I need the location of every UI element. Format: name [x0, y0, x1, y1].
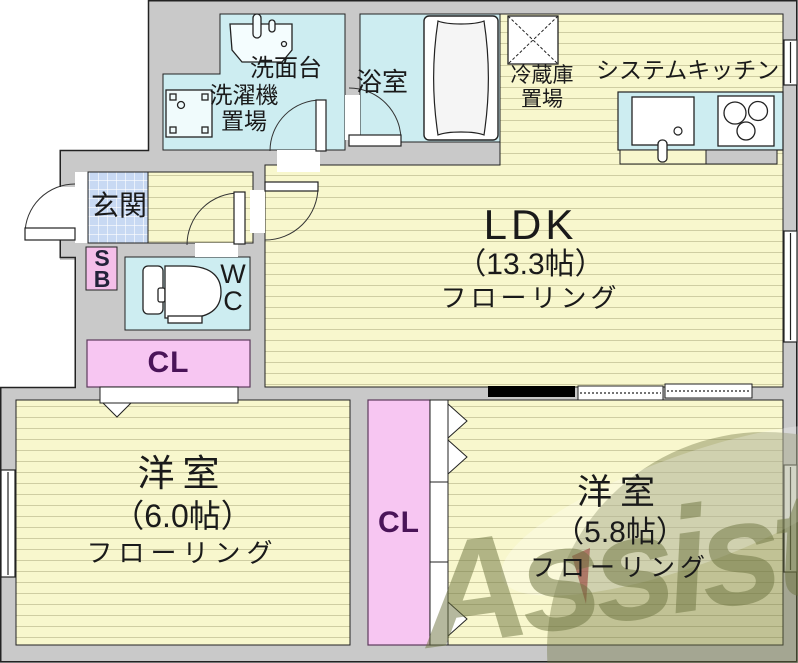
washroom-door — [269, 99, 327, 152]
west6-label: 洋室 （6.0帖） フローリング — [86, 453, 279, 568]
closet-hall-door — [99, 386, 239, 418]
wc-label: W C — [220, 259, 246, 316]
room-west58-floor — [447, 399, 784, 646]
west58-label: 洋室 （5.8帖） フローリング — [529, 473, 710, 582]
closet-hall-label: CL — [147, 346, 190, 379]
entry-door — [24, 183, 76, 241]
ldk-label: LDK （13.3帖） フローリング — [440, 201, 621, 314]
bathroom-label: 浴室 — [355, 67, 408, 97]
washing-machine-icon — [165, 89, 213, 138]
shoebox-area — [85, 246, 118, 291]
bathtub-icon — [423, 15, 499, 141]
closet-center-area — [367, 399, 431, 646]
closet-center-doors — [429, 399, 468, 646]
fridge-space-label: 冷蔵庫 置場 — [510, 64, 574, 111]
entrance-tile — [87, 171, 149, 244]
washstand-label: 洗面台 — [250, 55, 322, 82]
shoebox-label: S B — [93, 245, 111, 292]
windows — [0, 39, 798, 578]
kitchen-label: システムキッチン — [596, 57, 780, 83]
door-openings — [59, 95, 360, 257]
sliding-doors — [488, 383, 753, 401]
laundry-label: 洗濯機 置場 — [209, 82, 279, 134]
refrigerator-space-icon — [507, 15, 559, 65]
wc-corridor-door — [186, 191, 246, 246]
toilet-icon — [142, 265, 222, 324]
closet-center-label: CL — [378, 506, 420, 539]
washbasin-icon — [229, 13, 293, 63]
entrance-label: 玄関 — [91, 190, 148, 221]
ldk-door — [264, 181, 319, 241]
room-west6-floor — [15, 399, 351, 646]
stove-icon — [717, 95, 775, 147]
kitchen-sink-icon — [631, 96, 695, 163]
bathroom-door — [348, 87, 402, 147]
closet-hall-area — [86, 339, 251, 388]
